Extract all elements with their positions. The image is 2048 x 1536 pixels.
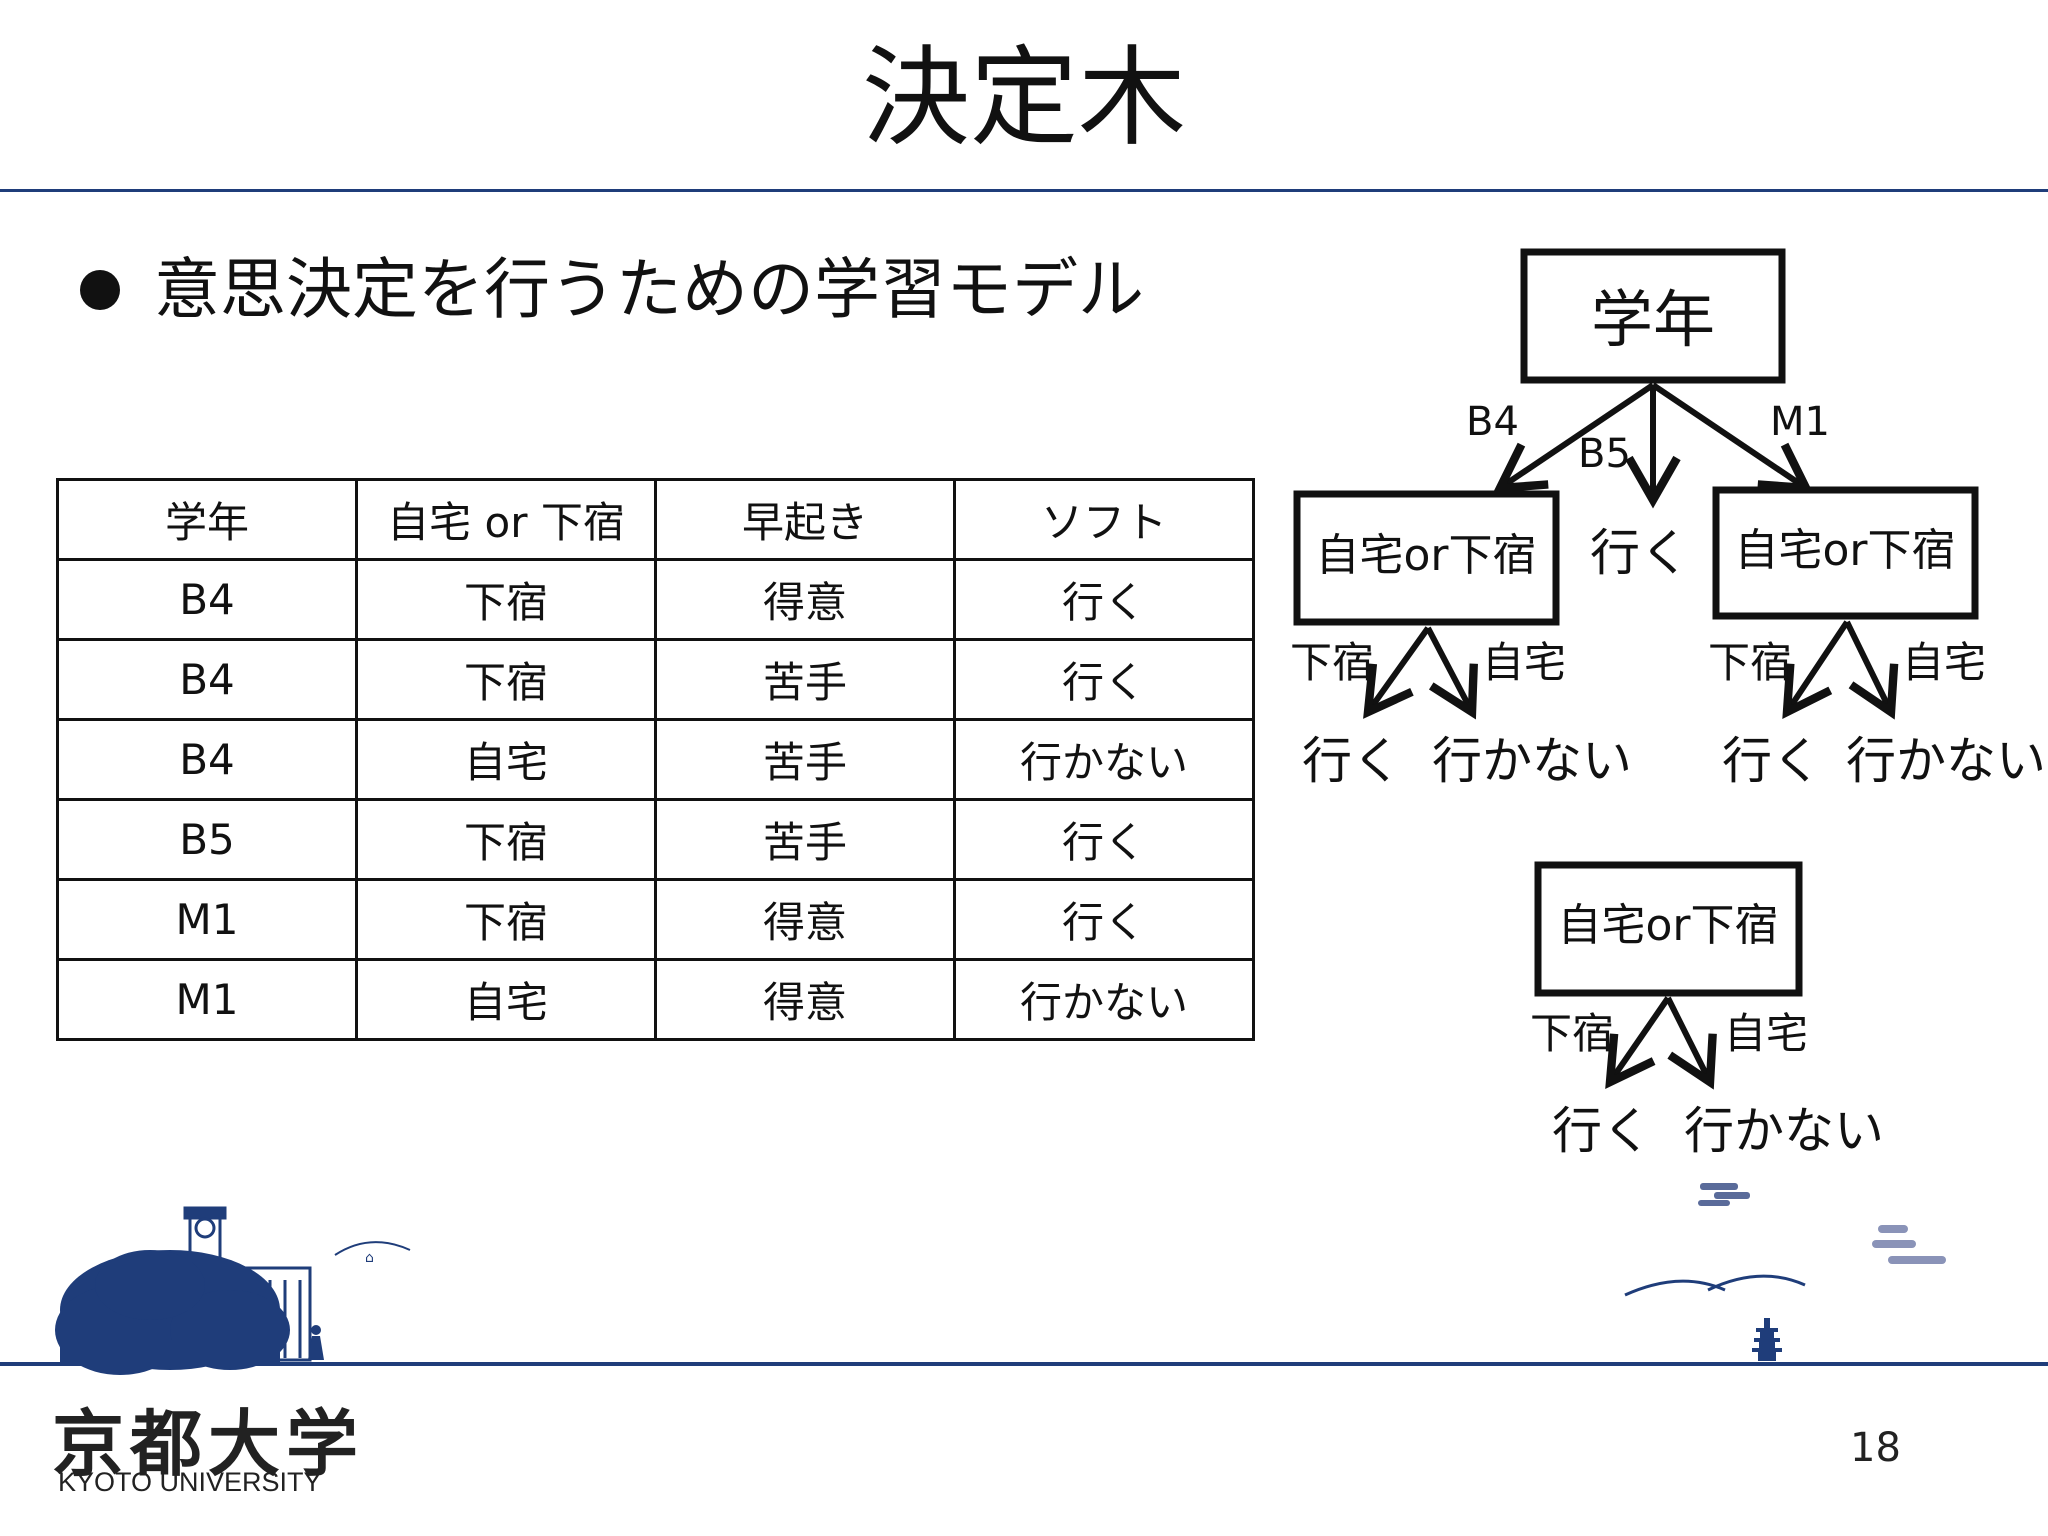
tree-bottom-leaf-nogo: 行かない	[1684, 1102, 1884, 1160]
page-number: 18	[1850, 1425, 1901, 1471]
edge-right-geshuku	[1782, 620, 1850, 720]
edge-left-geshuku-label: 下宿	[1290, 638, 1374, 687]
table-row: M1 下宿 得意 行く	[56, 878, 1255, 961]
slide-title: 決定木	[861, 36, 1186, 161]
table-cell: 行く	[953, 638, 1255, 721]
bullet-icon	[80, 270, 120, 310]
tree-root-label: 学年	[1591, 283, 1715, 356]
tree-node-right-label: 自宅or下宿	[1734, 525, 1955, 576]
table-cell: 自宅	[355, 718, 657, 801]
tree-node-bottom-box	[1534, 861, 1803, 997]
table-cell: 下宿	[355, 878, 657, 961]
tree-bottom-leaf-go: 行く	[1552, 1102, 1652, 1160]
table-cell: 行く	[953, 798, 1255, 881]
edge-m1-label: M1	[1770, 399, 1830, 445]
edge-b5-label: B5	[1578, 431, 1631, 477]
table-cell: 得意	[654, 958, 956, 1041]
table-header-cell: 早起き	[654, 478, 956, 561]
edge-bottom-jitaku-label: 自宅	[1724, 1009, 1808, 1058]
bullet-text: 意思決定を行うための学習モデル	[154, 251, 1144, 328]
edge-bottom-geshuku	[1605, 996, 1671, 1089]
tree-left-leaf-nogo: 行かない	[1432, 732, 1632, 790]
edge-m1-line	[1651, 382, 1814, 493]
edge-left-jitaku	[1425, 626, 1478, 720]
university-logo-jp: 京都大学	[52, 1401, 365, 1486]
tree-node-left-label: 自宅or下宿	[1315, 530, 1536, 581]
table-cell: 行く	[953, 878, 1255, 961]
edge-left-jitaku-label: 自宅	[1482, 638, 1566, 687]
tree-root-box	[1520, 248, 1786, 384]
title-divider	[0, 189, 2048, 192]
table-row: B5 下宿 苦手 行く	[56, 798, 1255, 881]
table-cell: 苦手	[654, 798, 956, 881]
table-cell: 得意	[654, 558, 956, 641]
table-header-cell: ソフト	[953, 478, 1255, 561]
tree-right-leaf-nogo: 行かない	[1846, 732, 2046, 790]
table-cell: B4	[56, 558, 358, 641]
table-header-cell: 自宅 or 下宿	[355, 478, 657, 561]
table-cell: M1	[56, 958, 358, 1041]
university-logo-en: KYOTO UNIVERSITY	[58, 1467, 322, 1497]
table-row: B4 自宅 苦手 行かない	[56, 718, 1255, 801]
table-header-cell: 学年	[56, 478, 358, 561]
table-cell: 自宅	[355, 958, 657, 1041]
tree-node-right-box	[1712, 486, 1979, 620]
table-cell: B5	[56, 798, 358, 881]
edge-bottom-jitaku	[1665, 996, 1717, 1090]
table-cell: 得意	[654, 878, 956, 961]
table-cell: 行かない	[953, 718, 1255, 801]
table-cell: 下宿	[355, 798, 657, 881]
data-table: 学年 自宅 or 下宿 早起き ソフト B4 下宿 得意 行く B4 下宿 苦手…	[56, 478, 1255, 1041]
edge-right-jitaku-label: 自宅	[1902, 638, 1986, 687]
table-header-row: 学年 自宅 or 下宿 早起き ソフト	[56, 478, 1255, 561]
edge-bottom-geshuku-label: 下宿	[1530, 1009, 1614, 1058]
table-cell: B4	[56, 718, 358, 801]
edge-right-jitaku	[1844, 620, 1899, 720]
table-cell: 下宿	[355, 558, 657, 641]
table-cell: 苦手	[654, 718, 956, 801]
edge-b4-label: B4	[1466, 399, 1519, 445]
tree-node-left-box	[1293, 490, 1560, 626]
tree-b5-leaf: 行く	[1590, 524, 1690, 582]
tree-right-leaf-go: 行く	[1722, 732, 1822, 790]
edge-left-geshuku	[1363, 626, 1431, 719]
edge-right-geshuku-label: 下宿	[1708, 638, 1792, 687]
table-cell: M1	[56, 878, 358, 961]
table-row: B4 下宿 苦手 行く	[56, 638, 1255, 721]
table-cell: 行かない	[953, 958, 1255, 1041]
table-cell: B4	[56, 638, 358, 721]
bullet-point: 意思決定を行うための学習モデル	[80, 250, 1144, 330]
table-cell: 行く	[953, 558, 1255, 641]
table-cell: 下宿	[355, 638, 657, 721]
footer-divider	[0, 1362, 2048, 1366]
table-cell: 苦手	[654, 638, 956, 721]
table-row: M1 自宅 得意 行かない	[56, 958, 1255, 1041]
table-row: B4 下宿 得意 行く	[56, 558, 1255, 641]
tree-left-leaf-go: 行く	[1302, 732, 1402, 790]
tree-node-bottom-label: 自宅or下宿	[1557, 900, 1778, 951]
edge-b4-line	[1492, 382, 1655, 493]
